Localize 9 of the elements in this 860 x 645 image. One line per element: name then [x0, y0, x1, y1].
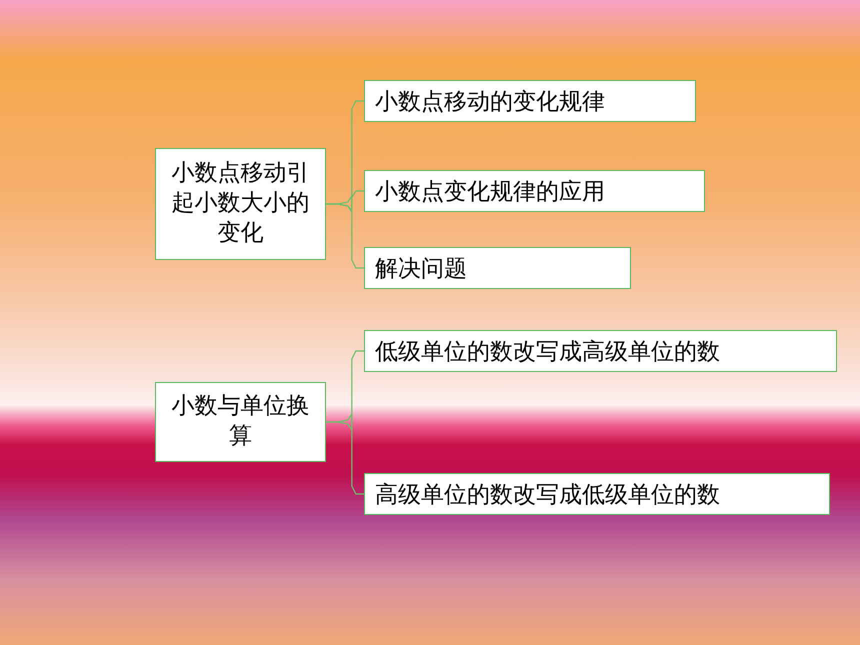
subtopic-box: 解决问题	[364, 247, 631, 289]
subtopic-box: 低级单位的数改写成高级单位的数	[364, 330, 837, 372]
topic-box: 小数点移动引起小数大小的变化	[155, 148, 326, 260]
topic-box: 小数与单位换算	[155, 382, 326, 462]
subtopic-box: 小数点变化规律的应用	[364, 170, 705, 212]
subtopic-box: 高级单位的数改写成低级单位的数	[364, 473, 830, 515]
bracket-line	[326, 194, 364, 269]
bracket-line	[326, 412, 364, 495]
subtopic-box: 小数点移动的变化规律	[364, 80, 696, 122]
